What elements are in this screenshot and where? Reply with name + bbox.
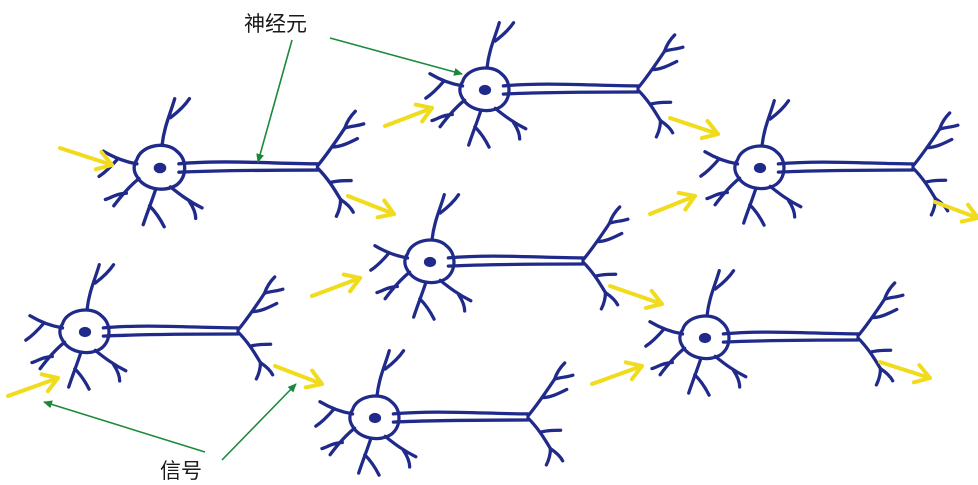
signal-arrow-icon [590,360,644,386]
pointer-arrow-icon [221,383,297,461]
neuron-icon [424,21,685,149]
pointer-arrow-icon [256,39,293,163]
neuron-icon [97,97,366,229]
signal-label: 信号 [160,459,202,483]
neuron-icon [369,193,630,321]
pointer-arrow-icon [329,37,463,76]
signal-arrow-icon [383,102,434,128]
signal-arrow-icon [273,364,324,390]
signal-arrow-icon [648,190,697,216]
signal-arrow-icon [608,284,664,310]
neuron-label: 神经元 [244,12,307,36]
neuron-icon [644,269,905,397]
signal-arrow-icon [878,360,932,385]
neuron-icon [314,349,575,477]
signal-arrow-icon [310,272,362,298]
signal-arrow-icon [6,372,60,398]
neuron-icon [699,99,960,227]
signal-arrow-icon [346,194,396,220]
signal-arrow-icon [58,146,114,172]
signal-arrow-icon [668,116,720,141]
signal-arrow-icon [933,200,978,224]
neuron-icon [24,263,285,391]
pointer-arrow-icon [43,400,206,453]
